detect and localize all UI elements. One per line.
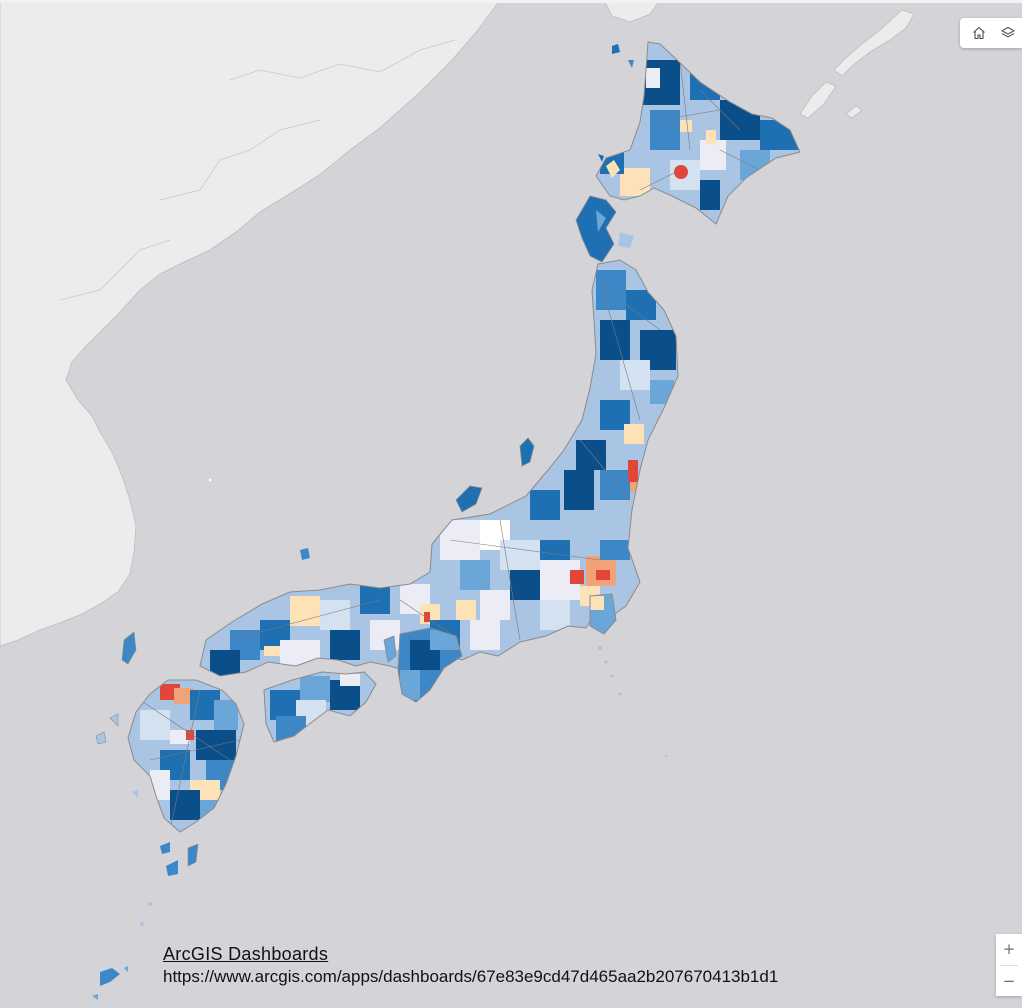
attribution-block: ArcGIS Dashboards https://www.arcgis.com… [163, 944, 778, 987]
awaji-island [383, 635, 397, 663]
izu-peninsula [589, 593, 617, 635]
mainland-landmass [0, 0, 501, 647]
zoom-in-button[interactable]: + [1002, 940, 1016, 959]
kyushu-region [127, 679, 245, 833]
kuril-islands [799, 9, 915, 119]
sakhalin-landmass [603, 0, 661, 23]
zoom-out-button[interactable]: − [1002, 971, 1016, 990]
home-icon [972, 26, 985, 40]
zoom-control: + − [996, 934, 1022, 996]
layers-icon [1000, 26, 1015, 38]
shikoku-region [263, 671, 377, 743]
layers-button[interactable] [996, 21, 1020, 45]
zoom-divider [1000, 964, 1018, 966]
mainland-border [59, 39, 456, 301]
attribution-title[interactable]: ArcGIS Dashboards [163, 944, 329, 964]
outer-islands [92, 478, 668, 1000]
attribution-url: https://www.arcgis.com/apps/dashboards/6… [163, 967, 779, 986]
top-border [0, 0, 1022, 3]
home-button[interactable] [967, 21, 991, 45]
map-toolbar [960, 18, 1022, 48]
